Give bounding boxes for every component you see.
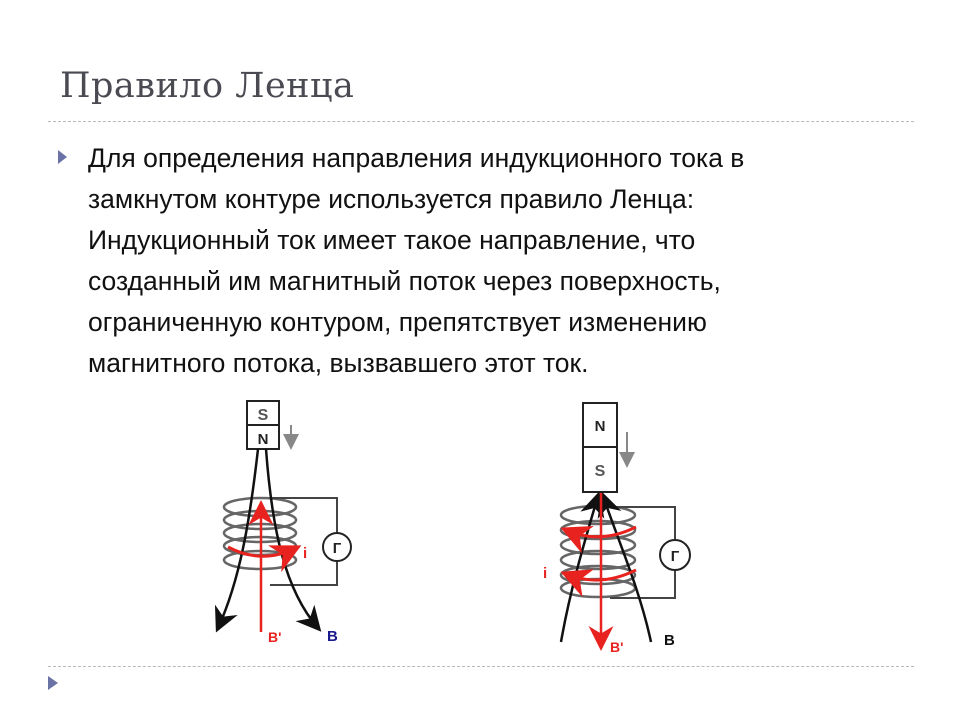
current-label: i: [543, 565, 547, 582]
footer-arrow-icon: [48, 676, 58, 690]
slide-title: Правило Ленца: [60, 66, 355, 106]
footer-divider: [48, 666, 914, 667]
field-label: B: [327, 628, 338, 645]
galvanometer: [659, 539, 691, 571]
induced-field-label: B': [268, 629, 281, 645]
galvanometer-label: Г: [333, 540, 342, 557]
body-line: созданный им магнитный поток через повер…: [88, 266, 721, 296]
field-line: [559, 491, 605, 643]
field-label: B: [664, 632, 675, 649]
magnet-top-label: S: [258, 407, 269, 424]
title-divider: [48, 121, 914, 122]
magnet-top-label: N: [595, 418, 606, 435]
galvanometer: [322, 532, 352, 562]
magnet-bottom-label: S: [595, 463, 606, 480]
body-line: ограниченную контуром, препятствует изме…: [88, 307, 707, 337]
field-line: [214, 448, 260, 633]
body-line: замкнутом контуре используется правило Л…: [88, 184, 695, 214]
field-line: [597, 491, 653, 643]
current-arrow: [227, 545, 302, 573]
body-line: Для определения направления индукционног…: [88, 143, 745, 173]
body-line: Индукционный ток имеет такое направление…: [88, 225, 696, 255]
right-diagram: N S Г i B' B: [543, 402, 691, 655]
current-label: i: [303, 545, 307, 562]
magnet-top-pole: [582, 402, 618, 448]
galvanometer-label: Г: [671, 548, 680, 565]
magnet-top-pole: [246, 400, 280, 426]
current-arrow: [560, 568, 637, 598]
induced-field-label: B': [610, 639, 623, 655]
body-line: магнитного потока, вызвавшего этот ток.: [88, 348, 589, 378]
current-arrow: [560, 525, 637, 554]
bullet-arrow-icon: [58, 150, 67, 164]
left-diagram: S N Г i B' B: [214, 400, 352, 645]
magnet-bottom-label: N: [258, 431, 269, 448]
magnet-bottom-pole: [246, 424, 280, 450]
slide-body-text: Для определения направления индукционног…: [88, 138, 744, 384]
